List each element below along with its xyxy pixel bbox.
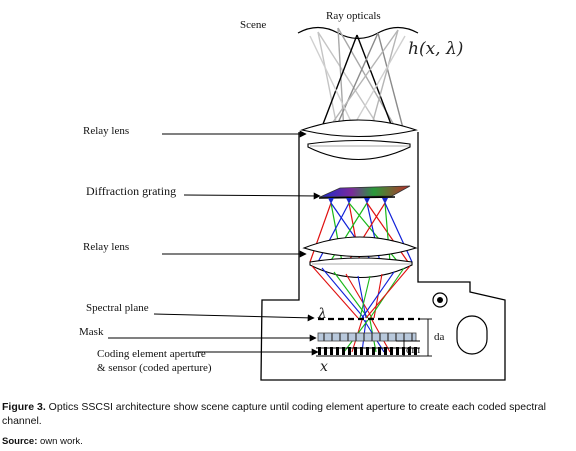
diffraction-grating-label: Diffraction grating	[86, 184, 176, 198]
mask-label: Mask	[79, 326, 104, 338]
leader-lines	[108, 130, 321, 356]
source-text: own work.	[37, 436, 83, 447]
diffraction-grating	[318, 185, 411, 204]
figure-number: Figure 3.	[2, 401, 46, 413]
ray-opticals-label: Ray opticals	[326, 10, 381, 22]
h-function-label: h(x, λ)	[408, 39, 463, 59]
figure-caption: Figure 3. Optics SSCSI architecture show…	[2, 400, 574, 428]
relay-lens-bottom-label: Relay lens	[83, 241, 129, 253]
da-label: da	[434, 331, 445, 343]
lambda-symbol: λ	[317, 306, 327, 322]
coding-element-label-line1: Coding element aperture	[97, 348, 206, 360]
x-variable-label: x	[320, 359, 328, 375]
source-label: Source:	[2, 436, 38, 447]
caption-text: Optics SSCSI architecture show scene cap…	[2, 401, 546, 427]
dm-label: dm	[406, 344, 421, 356]
spectral-plane-label: Spectral plane	[86, 302, 149, 314]
mask	[317, 332, 417, 342]
camera-button-icon	[432, 292, 448, 308]
scene-rays	[309, 27, 406, 133]
coded-aperture-sensor	[316, 347, 420, 357]
camera-viewfinder-icon	[456, 315, 488, 355]
dimension-lines	[396, 318, 432, 357]
relay-lens-top-label: Relay lens	[83, 125, 129, 137]
relay-lens-bottom	[302, 236, 418, 278]
scene-label: Scene	[240, 19, 266, 31]
camera-body	[260, 132, 506, 381]
relay-lens-top	[300, 119, 419, 160]
figure-source: Source: own work.	[2, 436, 574, 447]
coding-element-label-line2: & sensor (coded aperture)	[97, 362, 212, 374]
optics-diagram: Scene Ray opticals h(x, λ) Relay lens Di…	[79, 10, 506, 381]
